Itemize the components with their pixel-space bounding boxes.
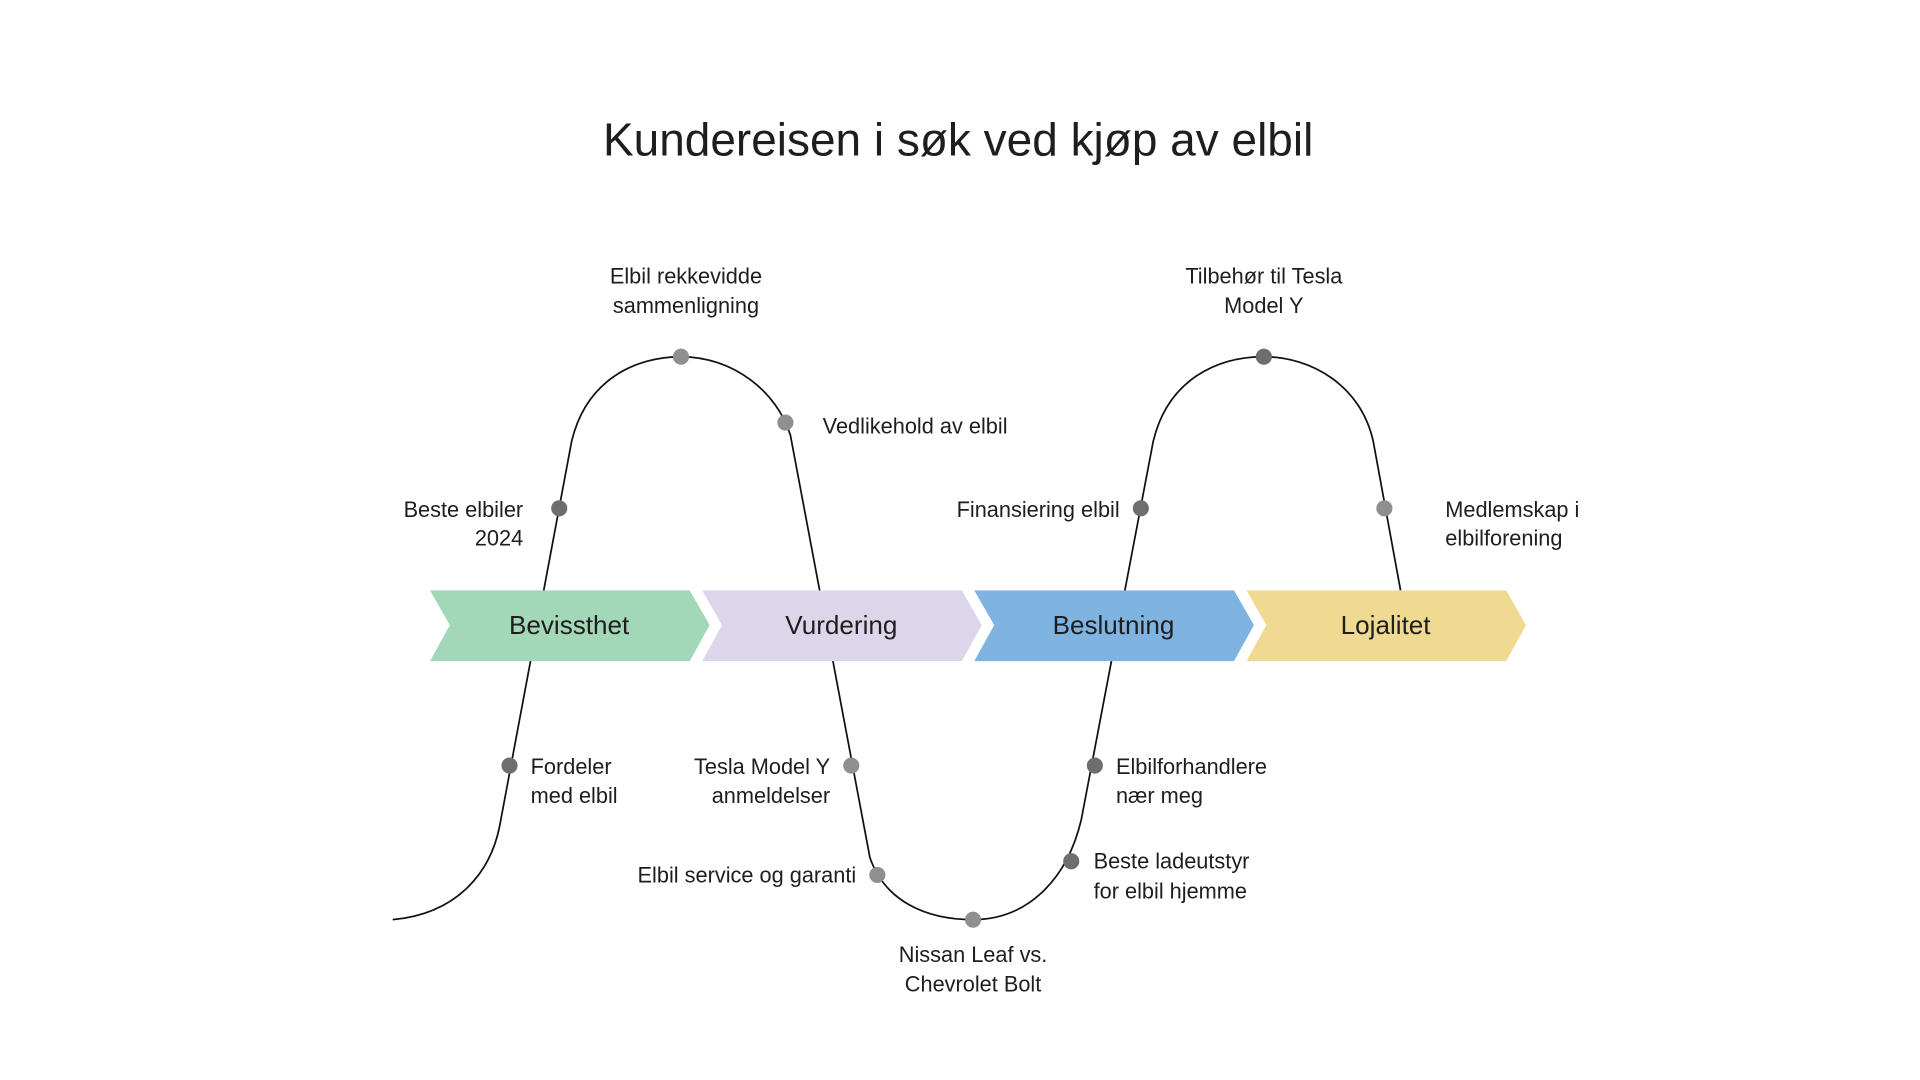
stage-awareness: Bevissthet — [429, 590, 710, 662]
dot-forhandlere — [1086, 757, 1103, 774]
dot-medlemskap — [1376, 500, 1393, 517]
label-service: Elbil service og garanti — [638, 862, 857, 887]
dot-service — [869, 866, 886, 883]
label-finansiering: Finansiering elbil — [957, 497, 1120, 522]
dot-nissan — [964, 911, 982, 928]
stage-loyalty: Lojalitet — [1246, 590, 1527, 662]
label-vedlikehold: Vedlikehold av elbil — [823, 414, 1008, 439]
stage-label: Vurdering — [785, 610, 897, 640]
dot-finansiering — [1132, 500, 1149, 517]
dot-rekkevidde — [672, 348, 690, 365]
diagram-title: Kundereisen i søk ved kjøp av elbil — [603, 113, 1313, 165]
stage-label: Lojalitet — [1341, 610, 1432, 640]
stage-label: Bevissthet — [509, 610, 630, 640]
stage-consideration: Vurdering — [702, 590, 982, 662]
stage-decision: Beslutning — [974, 590, 1254, 662]
dot-beste-elbiler — [551, 500, 568, 517]
journey-curve — [392, 355, 1402, 921]
dot-tilbehor — [1255, 348, 1272, 365]
dot-fordeler — [501, 757, 518, 774]
label-nissan: Nissan Leaf vs.Chevrolet Bolt — [899, 942, 1048, 997]
stage-label: Beslutning — [1053, 610, 1175, 640]
dot-tesla-anmeldelser — [843, 757, 860, 774]
touchpoint-dots — [501, 348, 1393, 928]
dot-ladeutstyr — [1063, 853, 1080, 870]
dot-vedlikehold — [777, 414, 794, 431]
